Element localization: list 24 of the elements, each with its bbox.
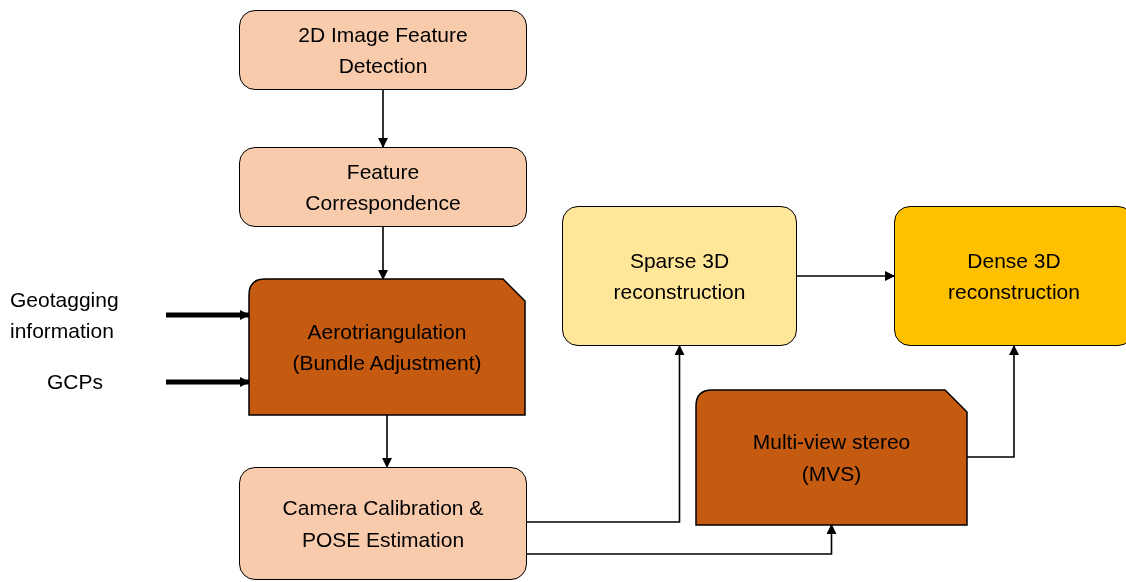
process-box — [239, 10, 527, 90]
arrow — [796, 271, 895, 281]
process-box — [894, 206, 1126, 346]
input-label: Geotagging information — [10, 286, 120, 344]
arrow — [378, 89, 388, 148]
process-box — [239, 467, 527, 580]
box-label: 2D Image Feature Detection — [297, 21, 469, 79]
box-label: Dense 3D reconstruction — [947, 247, 1081, 305]
box-label: Aerotriangulation (Bundle Adjustment) — [291, 318, 483, 376]
process-block — [696, 390, 967, 525]
box-label: Multi-view stereo (MVS) — [751, 429, 912, 487]
arrow — [166, 377, 250, 387]
box-label: Camera Calibration & POSE Estimation — [281, 495, 485, 553]
arrow — [382, 414, 392, 468]
box-label: Sparse 3D reconstruction — [612, 247, 747, 305]
arrow — [378, 226, 388, 280]
arrow — [166, 310, 250, 320]
arrow — [526, 524, 837, 555]
process-box — [239, 147, 527, 227]
box-label: Feature Correspondence — [304, 158, 462, 216]
process-block — [249, 279, 525, 415]
process-box — [562, 206, 797, 346]
input-label: GCPs — [47, 369, 103, 396]
arrow — [526, 345, 685, 523]
